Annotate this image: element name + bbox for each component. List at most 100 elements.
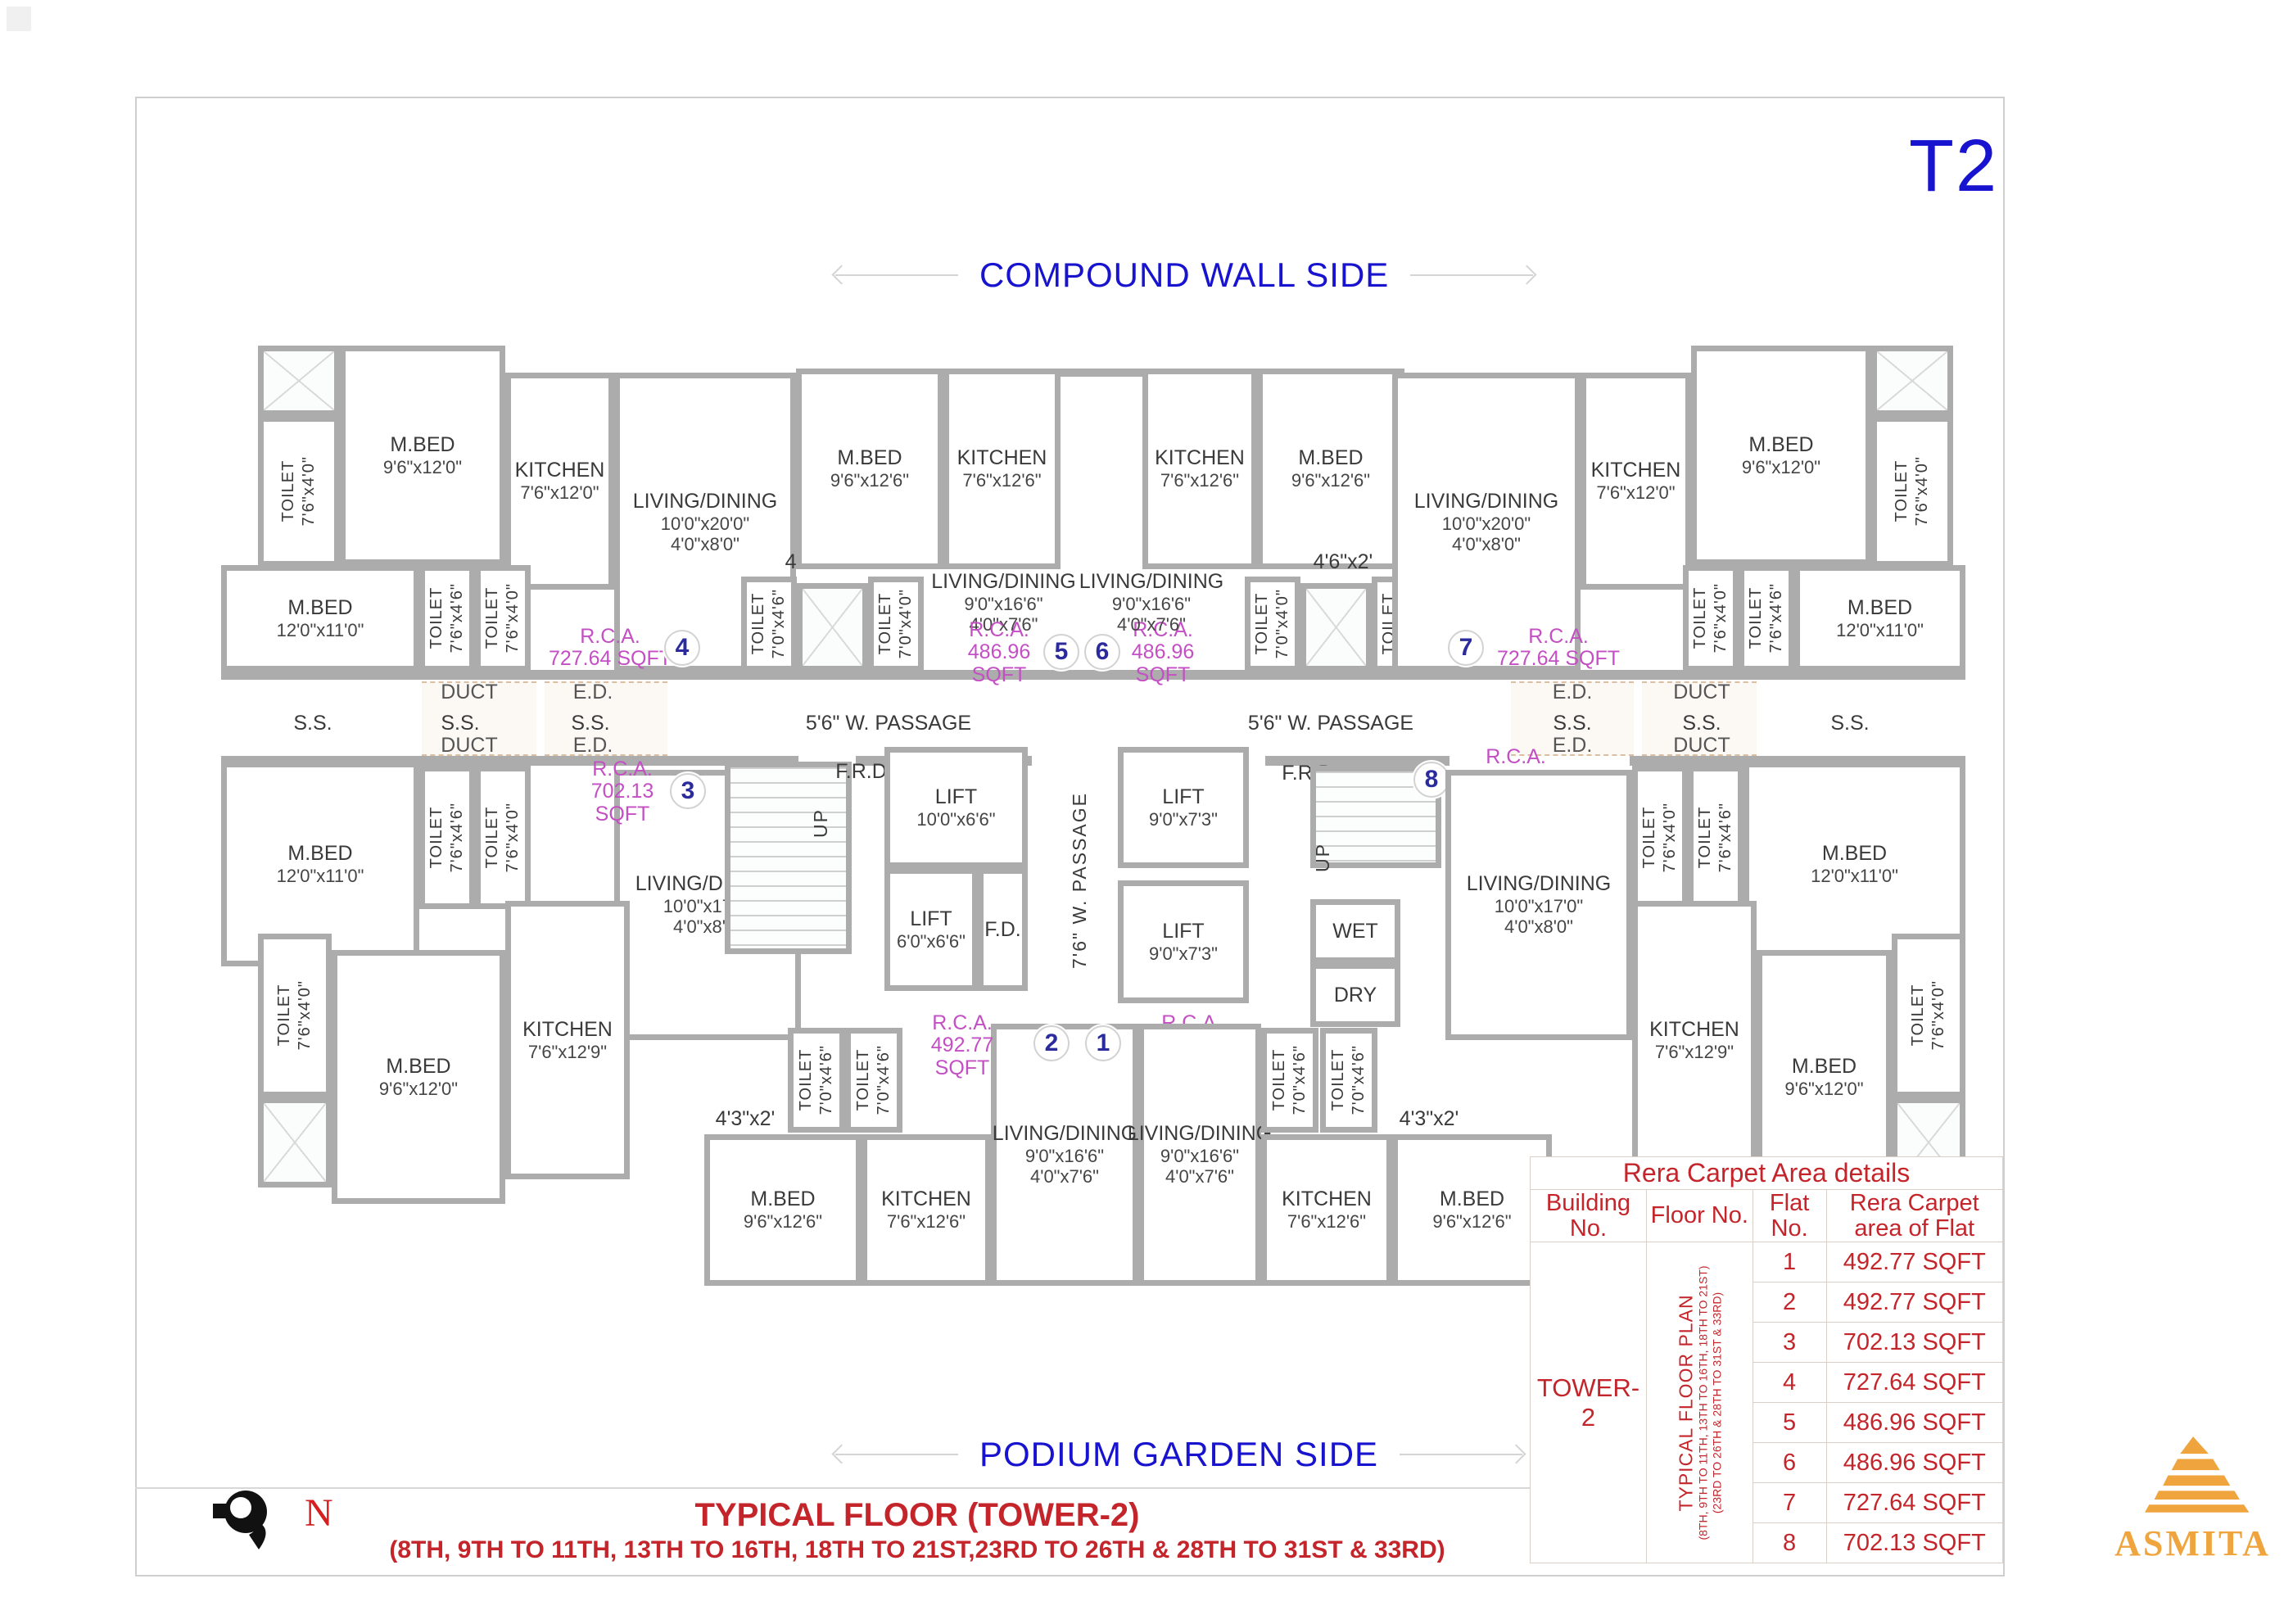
room-dims: 9'6"x12'0" bbox=[378, 1078, 459, 1099]
flat-number-cell: 8 bbox=[1752, 1522, 1827, 1563]
plan-label: S.S. bbox=[1540, 711, 1605, 735]
room-label: TOILET 7'6"x4'0" bbox=[1893, 456, 1931, 527]
room-name: R.C.A. bbox=[592, 757, 653, 780]
flat-number-badge: 1 bbox=[1085, 1025, 1121, 1061]
room: TOILET 7'0"x4'6" bbox=[788, 1028, 845, 1133]
room-dims: 486.96 SQFT bbox=[1131, 640, 1195, 686]
room-dims: 492.77 SQFT bbox=[930, 1034, 994, 1079]
room-dims: 12'0"x11'0" bbox=[1836, 619, 1924, 640]
col-header-area: Rera Carpet area of Flat bbox=[1825, 1189, 2003, 1242]
room-dims: 9'6"x12'6" bbox=[1291, 470, 1371, 491]
room-label: TOILET 7'6"x4'0" bbox=[279, 456, 318, 527]
room-dims: 12'0"x11'0" bbox=[276, 865, 364, 886]
room-name: M.BED bbox=[287, 841, 353, 865]
room-label: TOILET 7'6"x4'6" bbox=[427, 802, 466, 873]
plan-label: 4'3"x2' bbox=[700, 1107, 790, 1130]
floor-line: TYPICAL FLOOR PLAN bbox=[1675, 1293, 1697, 1512]
rca-label: R.C.A.727.64 SQFT bbox=[540, 624, 680, 670]
plan-label: S.S. bbox=[1669, 711, 1734, 735]
room-dims: 7'6"x12'9" bbox=[1654, 1041, 1734, 1062]
left-arrow-icon bbox=[835, 1454, 958, 1455]
room: TOILET 7'0"x4'6" bbox=[741, 577, 797, 672]
room-name: KITCHEN bbox=[1649, 1017, 1739, 1041]
room-name: 5'6" W. PASSAGE bbox=[1247, 711, 1414, 735]
room: TOILET 7'0"x4'6" bbox=[845, 1028, 902, 1133]
room: TOILET 7'6"x4'0" bbox=[258, 416, 340, 567]
room-label: TOILET 7'0"x4'0" bbox=[1253, 589, 1291, 659]
room: TOILET 7'6"x4'0" bbox=[1871, 416, 1953, 567]
room-dims: 9'0"x16'6" bbox=[964, 594, 1043, 615]
room-dims: 10'0"x6'6" bbox=[916, 808, 996, 830]
room-dims: 486.96 SQFT bbox=[967, 640, 1031, 686]
plan-label: E.D. bbox=[1531, 680, 1613, 703]
room-dims: 9'6"x12'6" bbox=[743, 1211, 823, 1233]
duct-zone bbox=[1642, 681, 1757, 756]
room-dims: 7'6"x12'6" bbox=[886, 1211, 966, 1233]
room-dims: 4'0"x8'0" bbox=[671, 533, 739, 554]
room-label: TOILET 7'6"x4'0" bbox=[483, 802, 522, 873]
flat-number-badge: 8 bbox=[1413, 762, 1450, 798]
room-label: TOILET 7'0"x4'6" bbox=[1329, 1045, 1368, 1115]
room-dims: 727.64 SQFT bbox=[1496, 647, 1621, 670]
flat-number-cell: 6 bbox=[1752, 1442, 1827, 1483]
room-name: KITCHEN bbox=[1155, 446, 1245, 470]
balcony-cross bbox=[258, 346, 340, 416]
room-name: R.C.A. bbox=[932, 1011, 993, 1034]
room-label: TOILET 7'6"x4'0" bbox=[483, 583, 522, 654]
building-cell: TOWER-2 bbox=[1530, 1242, 1647, 1563]
asmita-wordmark: ASMITA bbox=[2114, 1523, 2271, 1563]
room-name: E.D. bbox=[572, 733, 613, 757]
room-name: R.C.A. bbox=[1528, 624, 1589, 648]
room-name: M.BED bbox=[390, 432, 455, 456]
rca-label: R.C.A.486.96 SQFT bbox=[1106, 618, 1220, 685]
room-label: 7'6" W. PASSAGE bbox=[1068, 792, 1090, 969]
room-name: LIFT bbox=[910, 907, 952, 930]
room-dims: 12'0"x11'0" bbox=[1811, 865, 1898, 886]
plan-label: S.S. bbox=[280, 711, 346, 735]
plan-label: 4'6"x2' bbox=[1286, 550, 1400, 573]
duct-zone bbox=[1511, 681, 1634, 756]
room-name: LIFT bbox=[934, 785, 978, 808]
plan-label: DUCT bbox=[1661, 734, 1743, 757]
room-name: S.S. bbox=[441, 711, 480, 735]
balcony-cross bbox=[1300, 583, 1372, 672]
room-name: LIVING/DINING bbox=[931, 570, 1076, 594]
room: TOILET 7'6"x4'0" bbox=[475, 565, 531, 672]
carpet-area-cell: 702.13 SQFT bbox=[1825, 1322, 2003, 1363]
room-dims: 9'6"x12'0" bbox=[1784, 1078, 1864, 1099]
floor-line: (23RD TO 26TH & 28TH TO 31ST & 33RD) bbox=[1710, 1292, 1724, 1513]
room-name: E.D. bbox=[1552, 680, 1593, 703]
carpet-area-cell: 492.77 SQFT bbox=[1825, 1242, 2003, 1282]
stairs-area bbox=[725, 762, 852, 954]
room-label: TOILET 7'6"x4'0" bbox=[275, 980, 314, 1051]
room-name: LIFT bbox=[1162, 919, 1205, 943]
plan-label: DUCT bbox=[428, 681, 510, 703]
room-name: LIVING/DINING bbox=[1127, 1122, 1273, 1146]
room-dims: 727.64 SQFT bbox=[548, 647, 672, 670]
rca-label: R.C.A.727.64 SQFT bbox=[1489, 624, 1628, 670]
flat-number-cell: 1 bbox=[1752, 1242, 1827, 1282]
col-header-building: Building No. bbox=[1530, 1189, 1647, 1242]
room: TOILET 7'6"x4'6" bbox=[1739, 565, 1794, 672]
room-label: TOILET 7'6"x4'6" bbox=[427, 583, 466, 654]
balcony-cross bbox=[1871, 346, 1953, 416]
room-dims: 4'0"x7'6" bbox=[1165, 1166, 1234, 1187]
room-dims: 7'6"x12'6" bbox=[1287, 1211, 1367, 1233]
room-dims: 7'6"x12'0" bbox=[520, 482, 599, 504]
room-name: R.C.A. bbox=[580, 624, 640, 648]
floor-cell: TYPICAL FLOOR PLAN(8TH, 9TH TO 11TH, 13T… bbox=[1645, 1242, 1753, 1563]
room: TOILET 7'6"x4'0" bbox=[1892, 934, 1965, 1097]
room-name: S.S. bbox=[1682, 711, 1721, 735]
